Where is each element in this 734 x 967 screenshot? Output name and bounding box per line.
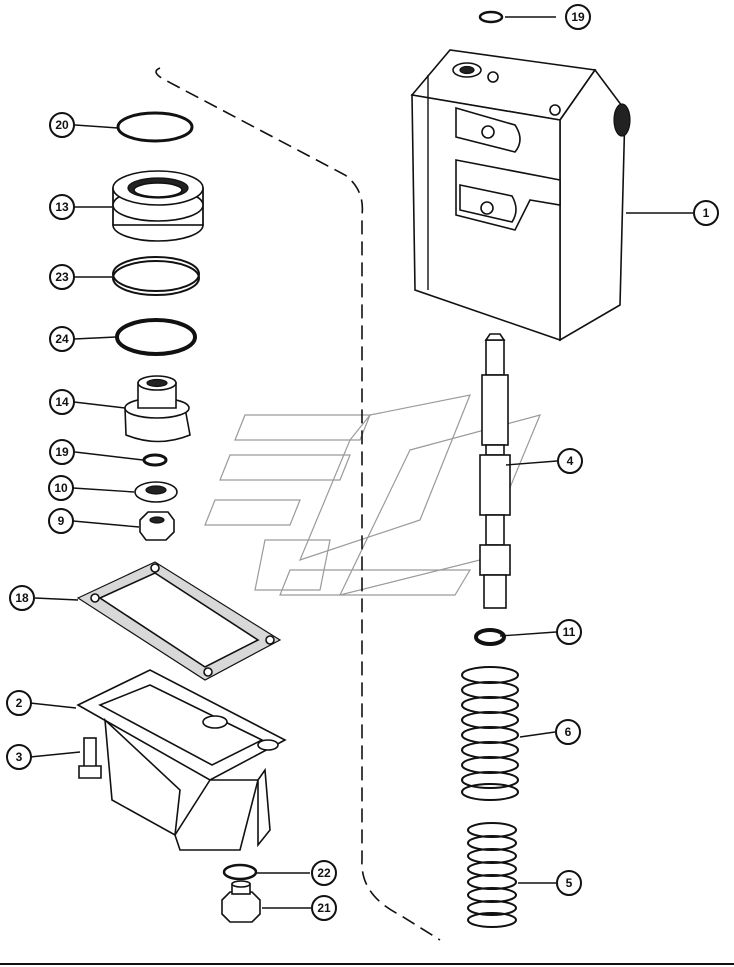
callout-14: 14 bbox=[49, 389, 75, 415]
part-22-oring bbox=[222, 863, 258, 881]
callout-22: 22 bbox=[311, 860, 337, 886]
part-3-bolt bbox=[78, 737, 102, 779]
svg-text:1: 1 bbox=[703, 206, 710, 220]
svg-text:24: 24 bbox=[55, 332, 69, 346]
callout-19-mid: 19 bbox=[49, 439, 75, 465]
callout-13: 13 bbox=[49, 194, 75, 220]
svg-text:11: 11 bbox=[563, 625, 576, 639]
svg-text:21: 21 bbox=[317, 901, 331, 915]
part-1-housing bbox=[410, 49, 631, 342]
part-4-spool bbox=[479, 333, 511, 609]
part-10-washer bbox=[134, 481, 178, 503]
callout-18: 18 bbox=[9, 585, 35, 611]
part-18-gasket bbox=[76, 561, 282, 681]
callout-5: 5 bbox=[556, 870, 582, 896]
part-11-snap-ring bbox=[474, 628, 506, 646]
svg-text:20: 20 bbox=[55, 118, 69, 132]
callout-11: 11 bbox=[556, 619, 582, 645]
part-5-spring bbox=[467, 822, 517, 928]
part-23-ring bbox=[112, 256, 200, 296]
svg-text:3: 3 bbox=[16, 750, 23, 764]
svg-text:5: 5 bbox=[566, 876, 573, 890]
svg-text:4: 4 bbox=[567, 454, 574, 468]
callout-9: 9 bbox=[48, 508, 74, 534]
part-14-sleeve bbox=[124, 375, 191, 443]
part-24-oring bbox=[115, 318, 197, 356]
svg-text:13: 13 bbox=[55, 200, 69, 214]
part-13-seal bbox=[112, 170, 204, 242]
leader-lines bbox=[29, 16, 693, 909]
callout-6: 6 bbox=[555, 719, 581, 745]
part-21-plug bbox=[221, 880, 261, 923]
svg-text:18: 18 bbox=[15, 591, 29, 605]
callout-4: 4 bbox=[557, 448, 583, 474]
assembly-boundary-dashed-line bbox=[155, 67, 441, 941]
svg-text:2: 2 bbox=[16, 696, 23, 710]
part-19-oring-mid bbox=[142, 453, 168, 467]
svg-text:6: 6 bbox=[565, 725, 572, 739]
callout-21: 21 bbox=[311, 895, 337, 921]
callout-19-top: 19 bbox=[565, 4, 591, 30]
part-20-oring bbox=[116, 111, 194, 143]
svg-text:19: 19 bbox=[571, 10, 585, 24]
callout-20: 20 bbox=[49, 112, 75, 138]
part-2-cover bbox=[76, 669, 287, 851]
callout-3: 3 bbox=[6, 744, 32, 770]
part-6-spring bbox=[461, 666, 519, 801]
svg-text:14: 14 bbox=[55, 395, 69, 409]
callout-24: 24 bbox=[49, 326, 75, 352]
part-19-oring-top bbox=[478, 10, 504, 24]
svg-text:22: 22 bbox=[317, 866, 331, 880]
callout-1: 1 bbox=[693, 200, 719, 226]
callout-10: 10 bbox=[48, 475, 74, 501]
callout-2: 2 bbox=[6, 690, 32, 716]
callout-23: 23 bbox=[49, 264, 75, 290]
svg-text:10: 10 bbox=[54, 481, 68, 495]
svg-text:19: 19 bbox=[55, 445, 69, 459]
part-9-nut bbox=[139, 511, 175, 541]
svg-text:23: 23 bbox=[55, 270, 69, 284]
svg-text:9: 9 bbox=[58, 514, 65, 528]
